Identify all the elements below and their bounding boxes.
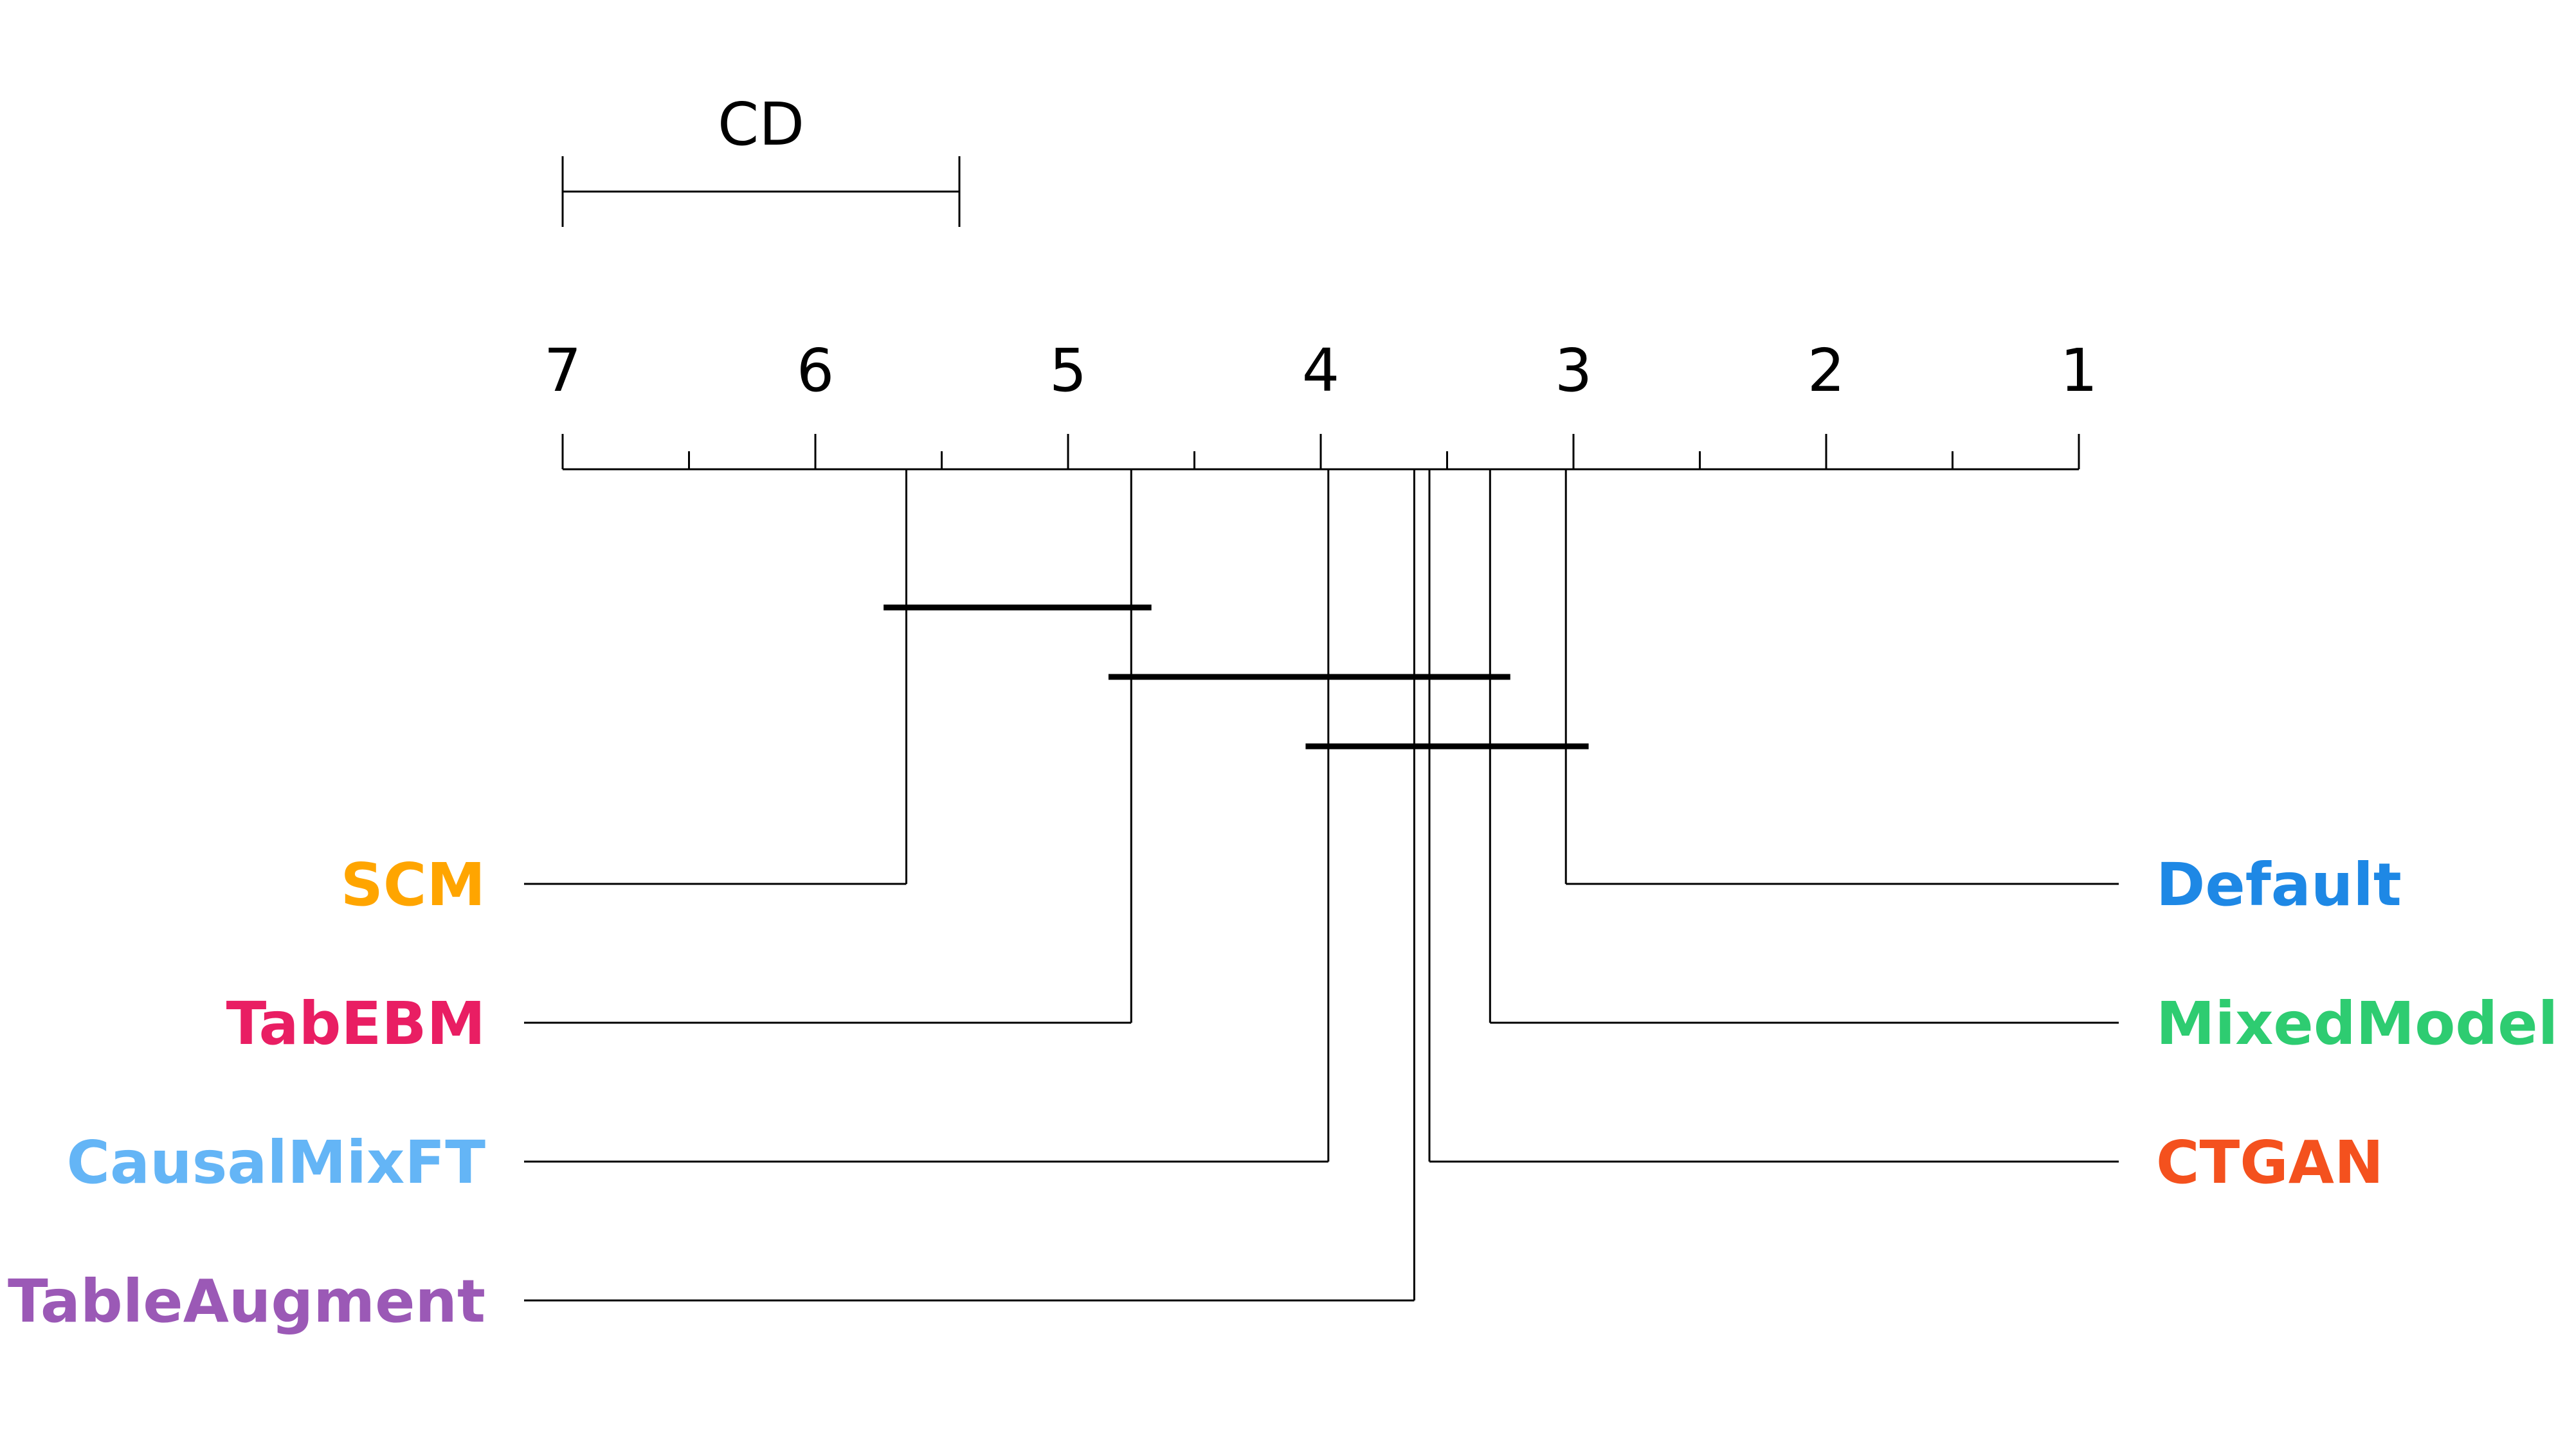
method-label-default: Default	[2156, 850, 2402, 919]
tick-label: 3	[1555, 336, 1593, 405]
method-label-tabebm: TabEBM	[226, 989, 485, 1058]
critical-difference-bar: CD	[561, 90, 961, 227]
tick-label: 6	[797, 336, 835, 405]
tick-label: 5	[1049, 336, 1087, 405]
cd-label: CD	[718, 90, 804, 159]
method-label-tableaugment: TableAugment	[8, 1267, 485, 1336]
tick-label: 7	[544, 336, 582, 405]
method-connectors: SCM TabEBM CausalMixFT TableAugment DefaultM…	[8, 469, 2558, 1336]
method-label-scm: SCM	[341, 850, 485, 919]
method-label-ctgan: CTGAN	[2156, 1128, 2384, 1197]
clique-bars	[884, 604, 1589, 750]
rank-axis: 7 6 5 4 3 2 1	[544, 336, 2098, 471]
tick-label: 1	[2060, 336, 2098, 405]
method-label-mixedmodel: MixedModel	[2156, 989, 2558, 1058]
tick-label: 4	[1302, 336, 1340, 405]
tick-label: 2	[1808, 336, 1845, 405]
method-label-causalmixft: CausalMixFT	[66, 1128, 485, 1197]
